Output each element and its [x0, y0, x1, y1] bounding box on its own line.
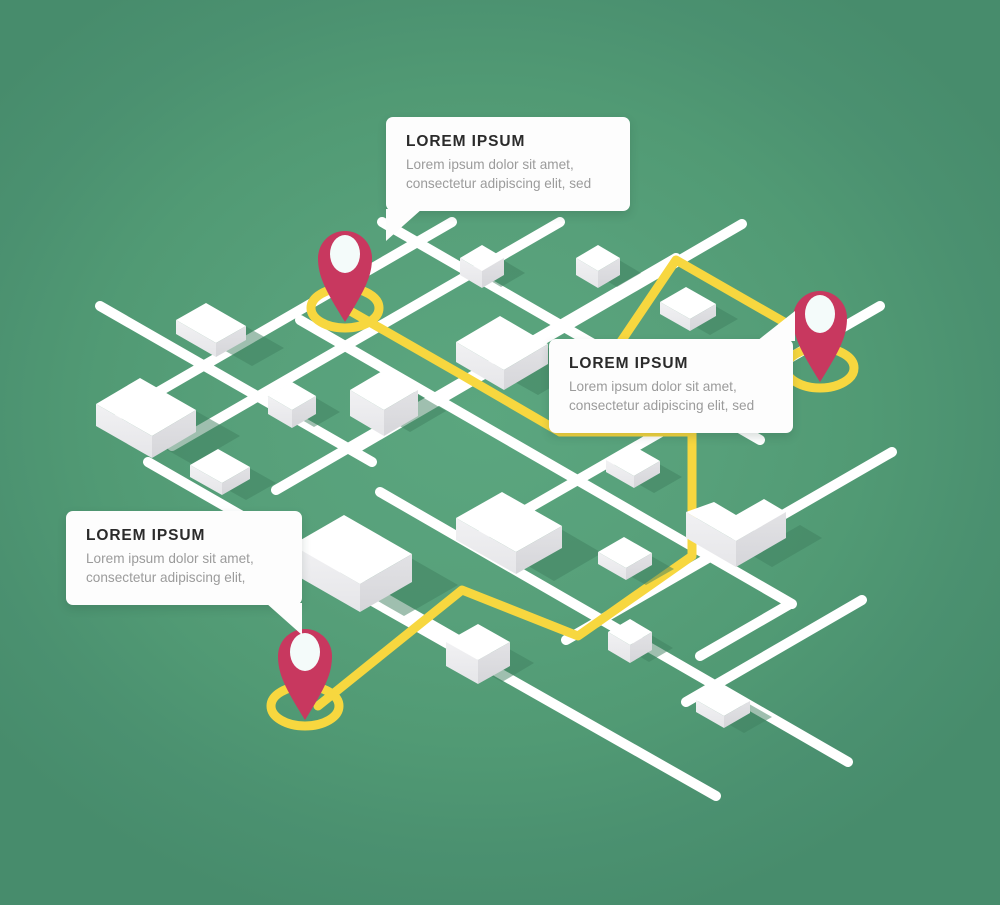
bldg-L-q	[686, 499, 822, 567]
callout-1-title: LOREM IPSUM	[406, 133, 526, 150]
bldg-slab-b	[96, 378, 240, 464]
bldg-cube-f	[460, 245, 525, 288]
callout-3-tail	[266, 602, 302, 635]
callout-1-tail	[386, 208, 422, 241]
map-pins[interactable]	[266, 231, 859, 731]
bldg-cube-e	[350, 370, 446, 436]
pin-dot-2	[805, 295, 835, 333]
callout-3-title: LOREM IPSUM	[86, 527, 206, 544]
callout-3-body: Lorem ipsum dolor sit amet, consectetur …	[86, 551, 254, 585]
callout-1-body: Lorem ipsum dolor sit amet, consectetur …	[406, 157, 592, 191]
bldg-slab-p	[696, 685, 772, 733]
callout-2-title: LOREM IPSUM	[569, 355, 689, 372]
bldg-cube-n	[446, 624, 534, 684]
callout-box-1[interactable]: LOREM IPSUM Lorem ipsum dolor sit amet, …	[386, 117, 630, 241]
bldg-slab-j	[606, 445, 682, 493]
bldg-slab-l	[456, 492, 602, 581]
map-pin-right[interactable]	[781, 291, 859, 393]
callout-2-tail	[757, 311, 795, 341]
bldg-cube-d	[268, 382, 340, 428]
callout-box-2[interactable]: LOREM IPSUM Lorem ipsum dolor sit amet, …	[549, 311, 795, 433]
pin-dot-3	[290, 633, 320, 671]
bldg-slab-i	[660, 287, 738, 335]
pin-dot-1	[330, 235, 360, 273]
road-se-8	[695, 599, 795, 661]
bldg-cube-o	[608, 619, 673, 663]
road-ne-1	[95, 301, 377, 467]
bldg-slab-a	[176, 303, 284, 366]
bldg-slab-c	[190, 449, 276, 500]
map-pin-top-left[interactable]	[306, 231, 384, 333]
callout-box-3[interactable]: LOREM IPSUM Lorem ipsum dolor sit amet, …	[66, 511, 302, 635]
bldg-cube-g	[576, 245, 641, 288]
bldg-slab-k	[292, 515, 458, 616]
road-se-1	[115, 217, 457, 419]
map-pin-bottom[interactable]	[266, 629, 344, 731]
callout-2-body: Lorem ipsum dolor sit amet, consectetur …	[569, 379, 755, 413]
road-se-7	[681, 595, 867, 707]
bldg-slab-m	[598, 537, 674, 585]
